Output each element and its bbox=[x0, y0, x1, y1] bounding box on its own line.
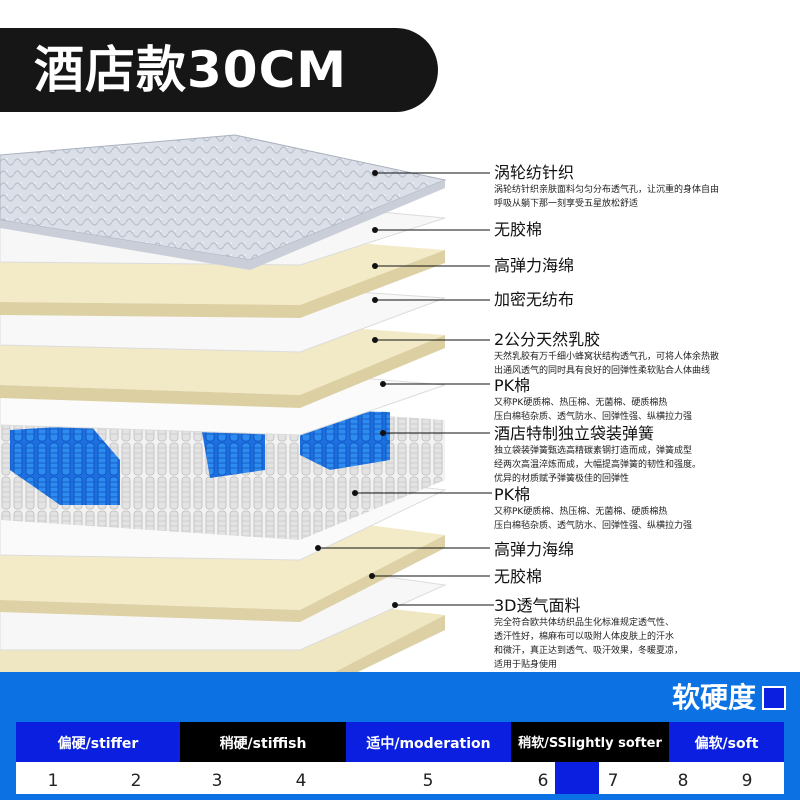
scale-number: 5 bbox=[422, 771, 434, 791]
scale-segment-stiffer: 偏硬/stiffer bbox=[16, 722, 180, 762]
scale-number: 7 bbox=[607, 771, 619, 791]
title-banner bbox=[0, 28, 438, 112]
scale-number: 3 bbox=[211, 771, 223, 791]
label-foam-bottom: 高弹力海绵 bbox=[494, 540, 575, 559]
label-3d-fabric: 3D透气面料 完全符合欧共体纺织品生化标准规定透气性、 透汗性好，棉麻布可以吸附… bbox=[494, 596, 684, 670]
layer-knit-fabric bbox=[0, 134, 447, 270]
label-nonwoven: 加密无纺布 bbox=[494, 290, 575, 309]
label-latex: 2公分天然乳胶 天然乳胶有万千细小蜂窝状结构透气孔，可将人体余热散 出通风透气的… bbox=[494, 330, 720, 376]
softness-title: 软硬度 bbox=[671, 681, 756, 714]
pointer-lines bbox=[318, 172, 494, 606]
scale-number: 4 bbox=[295, 771, 307, 791]
label-knit-fabric: 涡轮纺针织 涡轮纺针织亲肤面料匀匀分布透气孔，让沉重的身体自由 呼吸从躺下那一刻… bbox=[494, 163, 720, 209]
scale-number: 8 bbox=[677, 771, 689, 791]
softness-square-icon bbox=[762, 686, 786, 710]
scale-segment-moderation: 适中/moderation bbox=[346, 722, 511, 762]
scale-number: 9 bbox=[741, 771, 753, 791]
label-no-glue-cotton-bottom: 无胶棉 bbox=[494, 567, 543, 586]
label-foam-top: 高弹力海绵 bbox=[494, 256, 575, 275]
scale-numbers: 1 2 3 4 5 6 7 8 9 bbox=[16, 762, 784, 794]
scale-number: 6 bbox=[537, 771, 549, 791]
scale-segment-soft: 偏软/soft bbox=[669, 722, 784, 762]
label-pk-cotton-top: PK棉 又称PK硬质棉、热压棉、无菌棉、硬质棉热 压白棉毡杂质、透气防水、回弹性… bbox=[494, 376, 693, 422]
label-springs: 酒店特制独立袋装弹簧 独立袋装弹簧甄选高精碳素钢打造而成，弹簧成型 经两次高温淬… bbox=[494, 424, 702, 484]
softness-marker bbox=[555, 762, 599, 794]
scale-number: 2 bbox=[130, 771, 142, 791]
label-pk-cotton-bottom: PK棉 又称PK硬质棉、热压棉、无菌棉、硬质棉热 压白棉毡杂质、透气防水、回弹性… bbox=[494, 485, 693, 531]
page-title: 酒店款30CM bbox=[34, 41, 348, 99]
softness-scale: 偏硬/stiffer 稍硬/stiffish 适中/moderation 稍软/… bbox=[16, 722, 784, 794]
label-no-glue-cotton-top: 无胶棉 bbox=[494, 220, 543, 239]
scale-segment-slightly-softer: 稍软/SSlightly softer bbox=[511, 722, 669, 762]
scale-segment-stiffish: 稍硬/stiffish bbox=[180, 722, 346, 762]
scale-number: 1 bbox=[47, 771, 59, 791]
